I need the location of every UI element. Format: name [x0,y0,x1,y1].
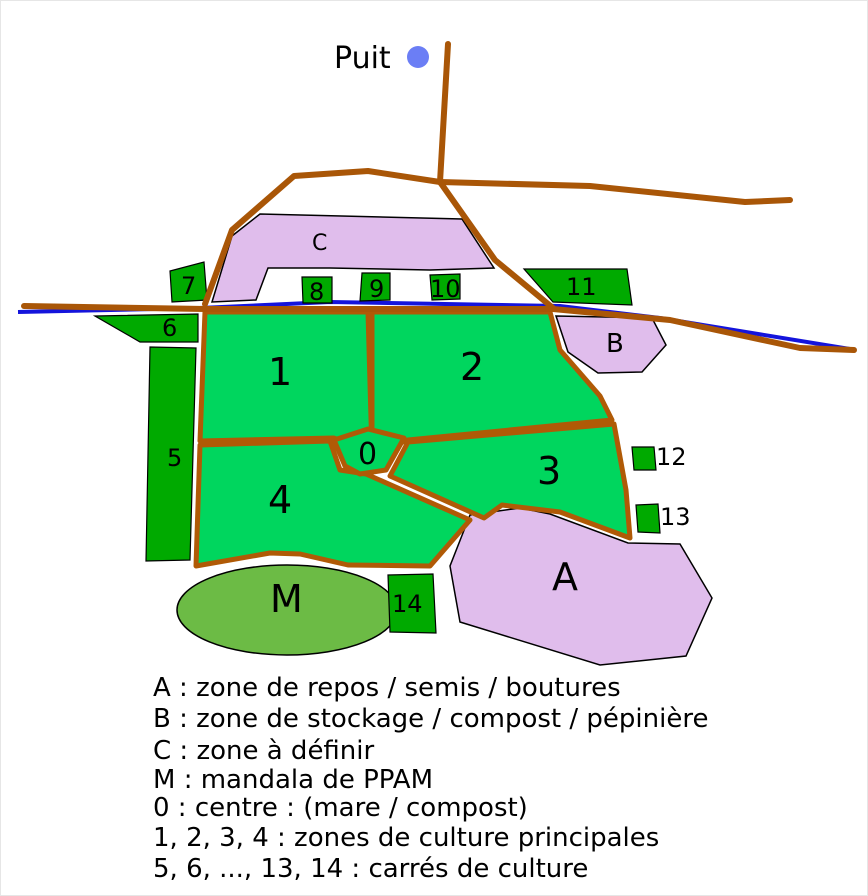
square-6 [92,313,199,343]
legend-line-m: M : mandala de PPAM [153,765,433,795]
square-5 [145,346,197,562]
square-6-label: 6 [162,314,177,342]
path-diagonal [437,179,556,311]
zone-0-label: 0 [358,437,377,472]
square-11 [522,268,633,306]
square-12-label: 12 [656,443,687,471]
square-11-label: 11 [566,273,597,301]
zone-m-label: M [270,577,303,621]
path-west-road [202,168,443,307]
legend-line-a: A : zone de repos / semis / boutures [153,673,621,703]
square-9 [359,272,391,302]
legend-line-5-14: 5, 6, ..., 13, 14 : carrés de culture [153,854,588,884]
path-east-road [437,179,793,205]
square-14 [387,573,437,634]
well-icon [407,46,429,68]
zone-a-label: A [552,555,578,599]
legend-line-b: B : zone de stockage / compost / pépiniè… [153,704,708,734]
legend-line-0: 0 : centre : (mare / compost) [153,793,528,823]
zone-c-label: C [312,231,327,256]
square-9-label: 9 [369,275,384,303]
zone-c [210,213,496,303]
zone-4-label: 4 [268,478,292,522]
zone-b-label: B [606,329,624,359]
path-north-spur [437,41,451,185]
zone-4 [193,438,473,569]
zone-3-label: 3 [537,449,561,493]
square-8-label: 8 [309,278,324,306]
square-14-label: 14 [392,590,423,618]
zone-3 [387,421,633,541]
path-main-crossing [21,303,857,353]
legend-line-c: C : zone à définir [153,736,375,766]
square-13 [635,503,661,534]
square-7-label: 7 [181,272,196,300]
square-10 [429,273,461,301]
square-12 [631,446,657,471]
zone-2-label: 2 [460,345,484,389]
square-10-label: 10 [430,275,461,303]
zone-0 [331,426,407,477]
zone-1-label: 1 [268,350,292,394]
square-8 [301,276,333,304]
square-13-label: 13 [660,503,691,531]
legend-line-1-4: 1, 2, 3, 4 : zones de culture principale… [153,823,659,853]
square-5-label: 5 [167,444,182,472]
legend: A : zone de repos / semis / boutures B :… [153,673,708,884]
well-label: Puit [334,41,391,76]
